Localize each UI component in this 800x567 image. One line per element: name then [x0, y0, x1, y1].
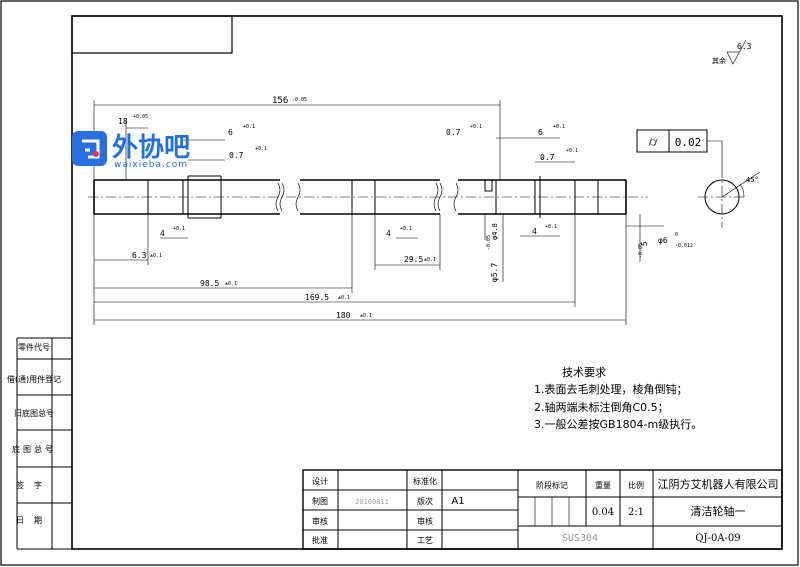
dim-18: 18 [118, 117, 128, 126]
side-label-borrowed: 借(通)用件登记 [7, 374, 61, 384]
dim-6-right-tol: +0.1 [553, 124, 565, 130]
dim-07-right-tol: +0.1 [470, 124, 482, 130]
dim-18-tol: +0.05 [133, 114, 148, 120]
dim-6-right: 6 [538, 128, 543, 137]
dim-dia57: φ5.7 [490, 263, 499, 282]
scale-label: 比例 [628, 480, 644, 490]
dim-156-tol: -0.05 [292, 97, 307, 103]
watermark-text: 外协吧 [112, 133, 190, 163]
material: SUS304 [562, 533, 598, 544]
title-block: 设计 制图 审核 批准 20160811 标准化 版次 审核 工艺 A1 阶段标… [302, 469, 783, 550]
tech-req-item-1: 1.表面去毛刺处理，棱角倒钝； [534, 382, 688, 396]
dim-07-left: 0.7 [229, 151, 244, 160]
part-name: 清洁轮轴一 [691, 504, 746, 518]
shaft-body-left [93, 175, 285, 219]
dim-4-b: 4 [386, 229, 391, 238]
dim-4-a: 4 [160, 229, 165, 238]
technical-requirements: 技术要求 1.表面去毛刺处理，棱角倒钝； 2.轴两端未标注倒角C0.5； 3.一… [534, 366, 702, 431]
angle-label: 45° [746, 176, 759, 184]
dim-6-left-tol: +0.1 [243, 124, 255, 130]
side-label-base-drawing: 底图总号 [12, 444, 56, 454]
dim-4-c: 4 [532, 227, 537, 236]
dim-985: 98.5 [200, 279, 219, 288]
dimension-lines [93, 100, 664, 325]
shaft-body-right [453, 176, 627, 218]
dim-5-tol: -0.05 [638, 243, 644, 258]
dim-4-b-tol: +0.1 [400, 226, 412, 232]
dim-6-left: 6 [228, 128, 233, 137]
watermark-logo: 外协吧 waixieba.com [72, 131, 190, 170]
dim-dia48: φ4.8 [491, 223, 499, 240]
weight-label: 重量 [595, 480, 611, 490]
side-label-date: 日期 [16, 516, 52, 525]
surface-finish-other: 其余 [712, 56, 726, 65]
row-label-approve: 批准 [312, 535, 328, 545]
dim-07-right2-tol: +0.1 [566, 148, 578, 154]
dim-295-tol: ±0.1 [424, 257, 436, 263]
dim-985-tol: ±0.1 [225, 281, 237, 287]
dim-156: 156 [272, 96, 288, 106]
dimension-texts: 156 -0.05 18 +0.05 6 +0.1 0.7 +0.1 0.7 +… [118, 96, 693, 320]
geometric-tolerance: ⌭ 0.02 [636, 129, 723, 168]
row-label-review: 审核 [312, 516, 328, 526]
dim-63-tol: ±0.1 [150, 253, 162, 259]
side-table: 零件代号 借(通)用件登记 旧底图总号 底图总号 签字 日期 [7, 337, 72, 550]
dim-4-c-tol: +0.1 [545, 224, 557, 230]
side-label-old-drawing: 旧底图总号 [14, 408, 54, 418]
side-label-part-code: 零件代号 [18, 342, 50, 352]
dim-dia6-tol-lower: -0.012 [675, 243, 693, 249]
row-label-review2: 审核 [417, 516, 433, 526]
part-number: QJ-0A-09 [695, 533, 740, 544]
weight-value: 0.04 [592, 507, 614, 518]
watermark-url: waixieba.com [114, 160, 188, 170]
stage-label: 阶段标记 [536, 480, 568, 490]
tolerance-value: 0.02 [675, 136, 702, 149]
inner-frame [71, 15, 783, 550]
row-value-version: A1 [451, 496, 464, 507]
dim-07-left-tol: +0.1 [255, 146, 267, 152]
row-value-date: 20160811 [355, 498, 389, 506]
surface-finish-value: 6.3 [737, 42, 752, 51]
tech-req-item-2: 2.轴两端未标注倒角C0.5； [534, 400, 669, 414]
row-label-version: 版次 [417, 496, 433, 506]
dim-295: 29.5 [404, 255, 423, 264]
tech-req-item-3: 3.一般公差按GB1804-m级执行。 [534, 417, 702, 431]
dim-dia6: φ6 [658, 236, 668, 245]
dim-180-tol: ±0.1 [360, 313, 372, 319]
row-label-drawing: 制图 [312, 496, 328, 506]
dim-dia6-tol-upper: 0 [675, 232, 678, 238]
row-label-process: 工艺 [417, 536, 433, 545]
scale-value: 2:1 [628, 507, 644, 518]
tech-req-title: 技术要求 [562, 366, 606, 379]
surface-finish-symbol: 其余 6.3 [712, 39, 752, 65]
tolerance-symbol: ⌭ [648, 135, 658, 150]
top-left-box [71, 15, 233, 54]
dim-07-right2: 0.7 [540, 153, 555, 162]
row-label-design: 设计 [312, 476, 328, 486]
dim-63: 6.3 [132, 251, 147, 260]
row-label-standard: 标准化 [413, 476, 437, 486]
side-label-sign: 签字 [16, 480, 52, 490]
dim-1695: 169.5 [305, 293, 329, 302]
dim-dia57-tol: -0.05 [486, 235, 492, 250]
dim-1695-tol: ±0.1 [338, 295, 350, 301]
company-name: 江阴方艾机器人有限公司 [658, 477, 779, 491]
dim-4-a-tol: +0.1 [173, 226, 185, 232]
dim-07-right: 0.7 [446, 128, 461, 137]
shaft-body-middle [295, 179, 443, 215]
end-view: 45° [698, 168, 761, 228]
dim-5: 5 [640, 241, 649, 246]
dim-180: 180 [336, 311, 351, 320]
